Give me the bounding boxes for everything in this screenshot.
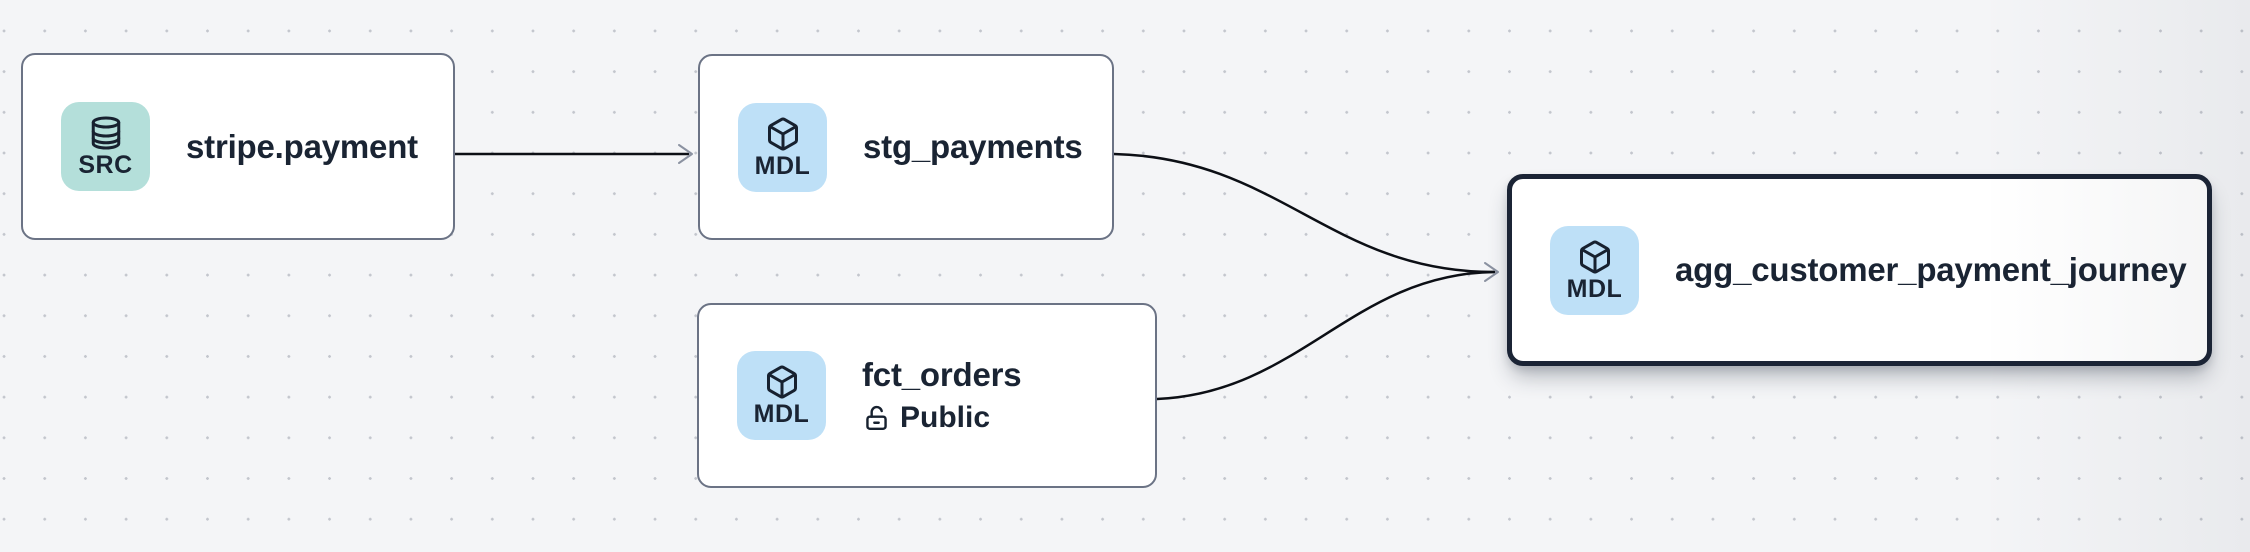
node-stripe-payment[interactable]: SRC stripe.payment <box>21 53 455 240</box>
badge-label: SRC <box>78 151 133 179</box>
node-type-badge: SRC <box>61 102 150 191</box>
node-title: stg_payments <box>863 128 1083 165</box>
cube-icon <box>1579 240 1610 273</box>
node-title: stripe.payment <box>186 127 418 165</box>
node-title: agg_customer_payment_journey <box>1675 251 2187 288</box>
node-type-badge: MDL <box>1550 225 1639 315</box>
cube-icon <box>766 365 797 399</box>
arrowhead-icon <box>678 144 693 164</box>
node-fct-orders[interactable]: MDL fct_orders Public <box>697 303 1157 488</box>
node-agg-customer-payment-journey[interactable]: MDL agg_customer_payment_journey <box>1507 174 2212 366</box>
node-title: fct_orders <box>862 356 1022 393</box>
node-type-badge: MDL <box>738 102 827 192</box>
access-row: Public <box>862 401 1021 435</box>
cube-icon <box>767 117 798 150</box>
database-icon <box>91 116 120 150</box>
access-label: Public <box>900 401 991 434</box>
arrowhead-icon <box>1484 262 1499 282</box>
edge-fct-orders-to-agg <box>1155 270 1496 401</box>
node-type-badge: MDL <box>737 351 826 440</box>
edge-stg-payments-to-agg <box>1112 152 1496 274</box>
node-stg-payments[interactable]: MDL stg_payments <box>698 54 1114 240</box>
badge-label: MDL <box>754 151 811 180</box>
unlock-icon <box>866 405 887 430</box>
badge-label: MDL <box>1566 274 1623 303</box>
badge-label: MDL <box>753 400 810 428</box>
